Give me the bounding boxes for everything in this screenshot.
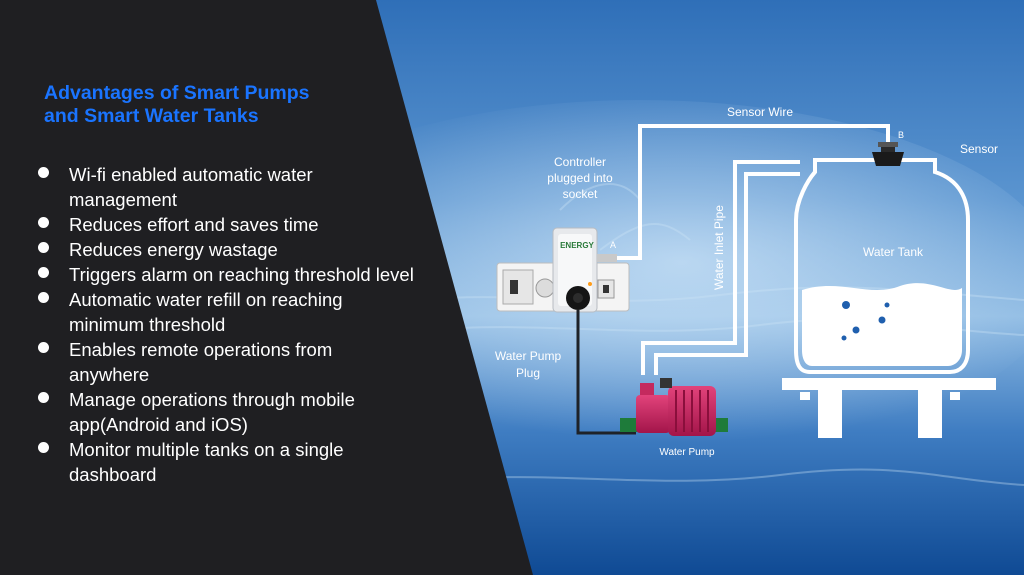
list-item: Manage operations through mobile app(And… <box>36 387 416 437</box>
bullet-icon <box>38 217 49 228</box>
controller-label-line-2: plugged into <box>547 171 613 185</box>
water-inlet-pipe-line <box>641 160 800 375</box>
list-item-text: Monitor multiple tanks on a single dashb… <box>69 439 344 485</box>
point-a-label: A <box>610 240 616 250</box>
water-inlet-pipe-label: Water Inlet Pipe <box>712 205 726 290</box>
water-tank-shape <box>794 158 970 374</box>
water-tank-label: Water Tank <box>863 245 924 259</box>
list-item: Automatic water refill on reaching minim… <box>36 287 416 337</box>
sensor-wire-label: Sensor Wire <box>727 105 793 119</box>
list-item-text: Wi-fi enabled automatic water management <box>69 164 313 210</box>
bullet-icon <box>38 392 49 403</box>
water-pump-label: Water Pump <box>659 447 715 458</box>
list-item-text: Reduces energy wastage <box>69 239 278 260</box>
bullet-icon <box>38 342 49 353</box>
list-item: Triggers alarm on reaching threshold lev… <box>36 262 416 287</box>
list-item-text: Triggers alarm on reaching threshold lev… <box>69 264 414 285</box>
list-item-text: Automatic water refill on reaching minim… <box>69 289 343 335</box>
sensor-label: Sensor <box>960 142 998 156</box>
controller-label-line-1: Controller <box>554 155 606 169</box>
list-item: Reduces energy wastage <box>36 237 416 262</box>
list-item-text: Enables remote operations from anywhere <box>69 339 333 385</box>
bullet-icon <box>38 167 49 178</box>
bullet-icon <box>38 267 49 278</box>
list-item-text: Reduces effort and saves time <box>69 214 319 235</box>
water-pump-device <box>620 378 728 436</box>
bullet-icon <box>38 442 49 453</box>
list-item: Enables remote operations from anywhere <box>36 337 416 387</box>
sensor-wire-line <box>617 124 890 260</box>
bullet-icon <box>38 292 49 303</box>
water-pump-plug-label-line-2: Plug <box>516 366 540 380</box>
controller-label-line-3: socket <box>563 187 598 201</box>
advantages-list: Wi-fi enabled automatic water management… <box>36 162 416 487</box>
water-pump-plug-label-line-1: Water Pump <box>495 349 562 363</box>
tank-stand <box>782 378 996 438</box>
bullet-icon <box>38 242 49 253</box>
panel-title-line-2: and Smart Water Tanks <box>44 105 259 127</box>
list-item: Monitor multiple tanks on a single dashb… <box>36 437 416 487</box>
panel-title-line-1: Advantages of Smart Pumps <box>44 82 310 104</box>
left-dark-panel <box>0 0 533 575</box>
list-item-text: Manage operations through mobile app(And… <box>69 389 355 435</box>
controller-device <box>496 227 630 313</box>
list-item: Reduces effort and saves time <box>36 212 416 237</box>
plug-cable <box>576 310 636 435</box>
list-item: Wi-fi enabled automatic water management <box>36 162 416 212</box>
panel-title: Advantages of Smart Pumps and Smart Wate… <box>44 82 404 128</box>
sensor-device <box>872 142 904 166</box>
device-brand-logo: ENERGY <box>560 241 594 250</box>
point-b-label: B <box>898 130 904 140</box>
